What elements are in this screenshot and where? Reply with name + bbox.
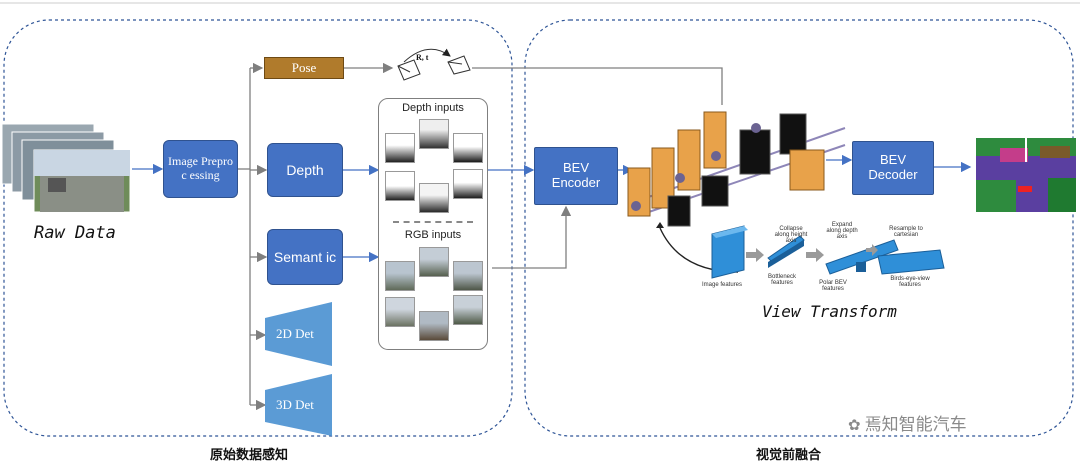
rgb-thumb-3 [453, 261, 483, 291]
pose-to-encoder-line [472, 67, 723, 105]
raw-data-label: Raw Data [34, 223, 116, 243]
camera-frustum-icons [397, 48, 471, 81]
panel-divider [393, 221, 473, 223]
watermark: ✿焉知智能汽车 [848, 410, 967, 435]
vt-collapse: Collapse along height axis [774, 226, 808, 244]
wechat-icon: ✿ [848, 417, 861, 434]
depth-block[interactable]: Depth [267, 143, 343, 197]
depth-thumb-2 [419, 119, 449, 149]
view-transform-label: View Transform [762, 302, 897, 321]
det2d-shape [265, 302, 332, 366]
vt-polar-bev: Polar BEV features [819, 280, 847, 292]
inputs-panel: Depth inputs RGB inputs [378, 98, 488, 350]
vt-birds-eye: Birds-eye-view features [890, 276, 930, 288]
depth-inputs-title: Depth inputs [402, 102, 464, 114]
vt-resample: Resample to cartesian [889, 226, 923, 238]
view-transform-diagram [711, 225, 945, 279]
depth-thumb-5 [419, 183, 449, 213]
rt-label: R, t [416, 53, 429, 62]
bev-decoder-block[interactable]: BEV Decoder [852, 141, 934, 195]
bev-feature-volumes [627, 111, 846, 273]
perception-caption: 原始数据感知 [210, 447, 289, 462]
vt-image-features: Image features [702, 282, 743, 288]
det2d-label[interactable]: 2D Det [276, 326, 314, 341]
pose-block[interactable]: Pose [264, 57, 344, 79]
vt-bottleneck: Bottleneck features [767, 274, 797, 286]
raw-data-images [1, 123, 131, 213]
depth-thumb-4 [385, 171, 415, 201]
depth-thumb-1 [385, 133, 415, 163]
fusion-caption: 视觉前融合 [756, 447, 822, 462]
det3d-shape [265, 374, 332, 436]
image-preprocessing-block[interactable]: Image Preproc essing [163, 140, 238, 198]
depth-thumb-3 [453, 133, 483, 163]
semantic-block[interactable]: Semant ic [267, 229, 343, 285]
rgb-thumb-4 [385, 297, 415, 327]
bev-encoder-block[interactable]: BEV Encoder [534, 147, 618, 205]
vt-expand: Expand along depth axis [826, 222, 858, 240]
perception-region [3, 19, 513, 437]
rgb-thumb-2 [419, 247, 449, 277]
det3d-label[interactable]: 3D Det [276, 397, 314, 412]
fusion-region [524, 19, 1074, 437]
arrow-rgb-to-encoder [492, 205, 572, 269]
rgb-thumb-1 [385, 261, 415, 291]
bev-output-map [976, 138, 1076, 212]
rgb-inputs-title: RGB inputs [404, 229, 462, 241]
watermark-text: 焉知智能汽车 [864, 415, 967, 434]
depth-thumb-6 [453, 169, 483, 199]
rgb-thumb-5 [419, 311, 449, 341]
rgb-thumb-6 [453, 295, 483, 325]
